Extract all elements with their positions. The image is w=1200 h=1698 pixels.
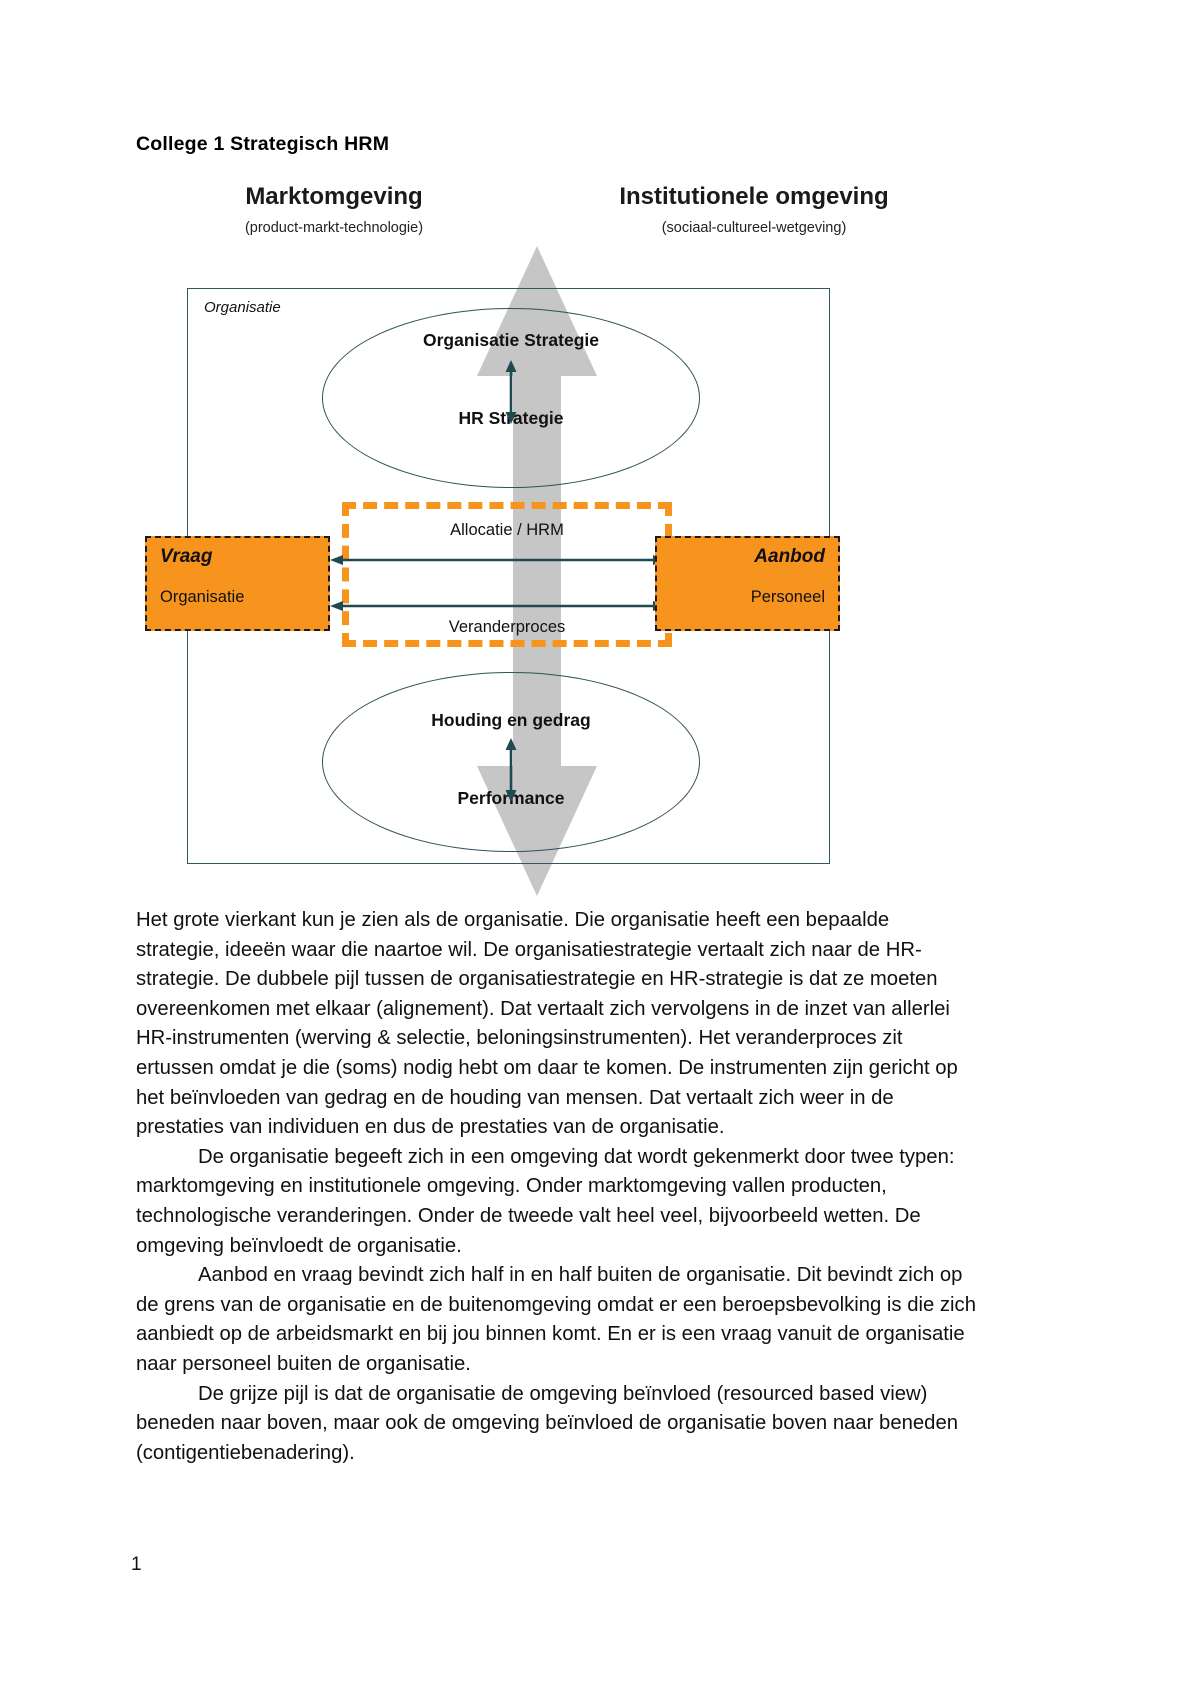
aanbod-title: Aanbod	[754, 546, 825, 567]
paragraph-1: Het grote vierkant kun je zien als de or…	[136, 909, 958, 1139]
paragraph-3: Aanbod en vraag bevindt zich half in en …	[136, 1264, 976, 1375]
page-title: College 1 Strategisch HRM	[136, 133, 390, 155]
aanbod-subtitle: Personeel	[750, 588, 825, 606]
institutional-environment-title: Institutionele omgeving	[619, 183, 889, 210]
vraag-title: Vraag	[160, 546, 213, 567]
body-text: Het grote vierkant kun je zien als de or…	[136, 906, 976, 1468]
hrm-model-diagram: Marktomgeving (product-markt-technologie…	[136, 175, 966, 896]
allocatie-hrm-label: Allocatie / HRM	[450, 521, 564, 539]
market-environment-subtitle: (product-markt-technologie)	[244, 220, 424, 236]
institutional-environment-label: Institutionele omgeving (sociaal-culture…	[554, 183, 954, 236]
veranderproces-horizontal-double-arrow-icon	[330, 601, 666, 611]
institutional-environment-subtitle: (sociaal-cultureel-wetgeving)	[661, 220, 847, 236]
veranderproces-label: Veranderproces	[448, 618, 566, 636]
organisatie-strategie-node: Organisatie Strategie	[422, 330, 600, 350]
vraag-subtitle: Organisatie	[160, 588, 245, 606]
market-environment-title: Marktomgeving	[245, 183, 423, 210]
paragraph-2: De organisatie begeeft zich in een omgev…	[136, 1145, 955, 1257]
grey-bidirectional-arrow-icon	[477, 246, 597, 896]
houding-en-gedrag-node: Houding en gedrag	[431, 710, 591, 730]
strategy-alignment-double-arrow-icon	[505, 360, 517, 424]
organisation-box-label: Organisatie	[204, 299, 281, 316]
paragraph-4: De grijze pijl is dat de organisatie de …	[136, 1382, 959, 1464]
performance-double-arrow-icon	[505, 738, 517, 802]
performance-ellipse	[322, 672, 700, 852]
page-number: 1	[131, 1554, 142, 1575]
aanbod-box: Aanbod Personeel	[655, 536, 840, 631]
strategy-ellipse	[322, 308, 700, 488]
vraag-box: Vraag Organisatie	[145, 536, 330, 631]
allocatie-horizontal-double-arrow-icon	[330, 555, 666, 565]
market-environment-label: Marktomgeving (product-markt-technologie…	[154, 183, 514, 236]
